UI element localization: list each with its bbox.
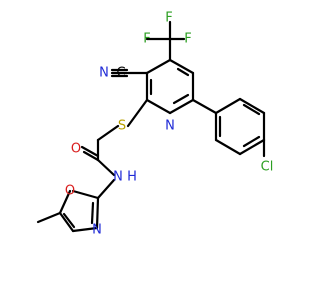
- fluorine-atom-3: F: [165, 11, 172, 26]
- molecule-drawing: F F F N C S N O N H O N Cl: [36, 11, 273, 238]
- amide-hydrogen-atom: H: [127, 170, 137, 185]
- sulfur-atom: S: [118, 119, 126, 134]
- amide-oxygen-atom: O: [71, 142, 81, 157]
- oxazole-nitrogen-atom: N: [92, 223, 102, 238]
- fluorine-atom-1: F: [143, 32, 150, 47]
- atom-labels: F F F N C S N O N H O N Cl: [65, 11, 273, 238]
- bonds: [36, 20, 266, 233]
- chemical-structure-canvas: F F F N C S N O N H O N Cl: [36, 10, 274, 238]
- chlorine-atom: Cl: [261, 160, 274, 175]
- oxazole-oxygen-atom: O: [65, 184, 75, 199]
- pyridine-nitrogen-atom: N: [165, 119, 175, 134]
- fluorine-atom-2: F: [184, 32, 191, 47]
- amide-nitrogen-atom: N: [113, 170, 123, 185]
- cyano-nitrogen-atom: N: [99, 66, 109, 81]
- cyano-carbon-atom: C: [116, 66, 125, 81]
